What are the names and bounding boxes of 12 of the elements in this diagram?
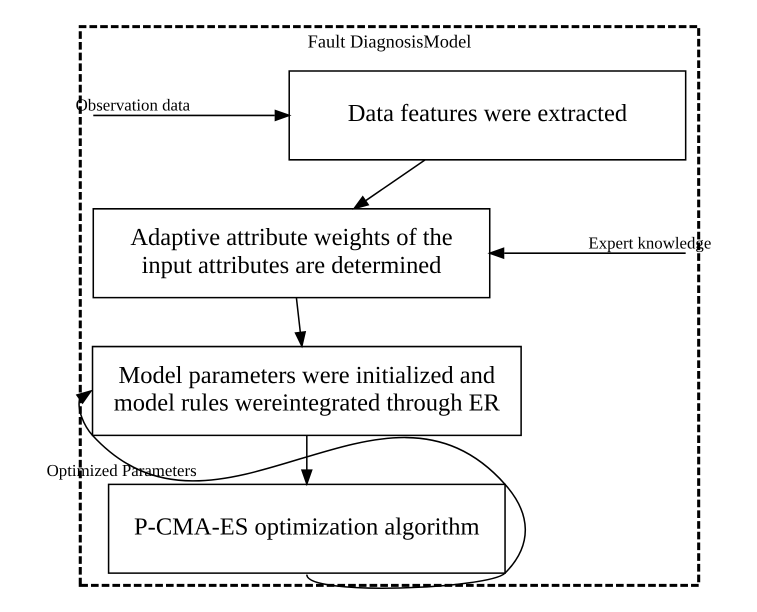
arrow [300,436,313,486]
node-box: Adaptive attribute weights of the input attributes are determined [92,208,490,298]
node-box: Data features were extracted [288,70,686,161]
edge-label: Expert knowledge [588,233,712,252]
arrow [76,390,526,589]
arrow [352,159,426,210]
arrow [93,110,292,122]
node-box: Model parameters were initialized and model rules wereintegrated through ER [92,346,522,436]
node-box: P-CMA-ES optimization algorithm [108,484,506,574]
edge-label: Observation data [76,96,190,115]
arrow [294,298,306,348]
arrow [487,247,686,260]
